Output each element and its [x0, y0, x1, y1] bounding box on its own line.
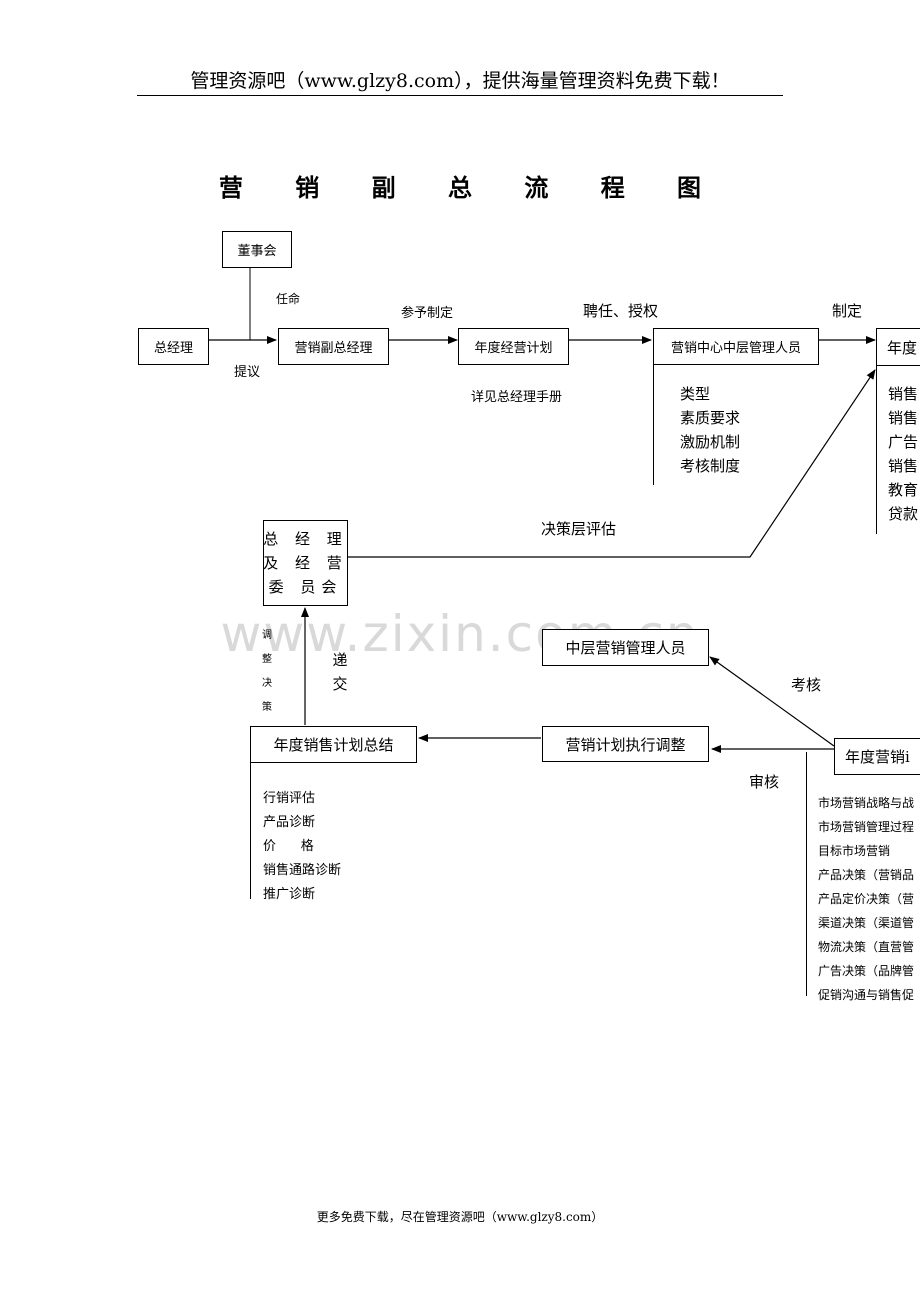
diagram-title: 营 销 副 总 流 程 图 — [218, 173, 724, 202]
list-item: 贷款 — [888, 505, 919, 523]
list-item: 考核制度 — [680, 457, 741, 475]
list-item: 渠道决策（渠道管 — [818, 916, 915, 930]
hire-authorize-label: 聘任、授权 — [583, 302, 659, 320]
marketing-plan-bracket — [806, 752, 807, 996]
list-item: 销售通路诊断 — [263, 863, 342, 878]
list-item: 推广诊断 — [263, 887, 316, 902]
header-divider — [137, 95, 783, 96]
see-manual-label: 详见总经理手册 — [471, 390, 563, 405]
committee-line-2: 及 经 营 — [263, 554, 348, 572]
gm-committee-box: 总 经 理 及 经 营 委 员会 — [263, 520, 348, 606]
committee-to-annual-arrow — [348, 369, 876, 558]
list-item: 教育 — [888, 481, 919, 499]
gm-box: 总经理 — [138, 328, 209, 365]
submit-label: 递交 — [332, 651, 348, 693]
summary-bracket — [250, 763, 251, 899]
list-item: 目标市场营销 — [818, 844, 891, 858]
audit-label: 审核 — [749, 773, 780, 791]
list-item: 促销沟通与销售促 — [818, 988, 915, 1002]
decision-eval-label: 决策层评估 — [541, 520, 617, 538]
marketing-plan-items-list: 市场营销战略与战 市场营销管理过程 目标市场营销 产品决策（营销品 产品定价决策… — [818, 791, 914, 1007]
list-item: 产品定价决策（营 — [818, 892, 915, 906]
list-item: 价 格 — [263, 839, 314, 854]
manager-attr-bracket — [653, 365, 654, 485]
annual-summary-box: 年度销售计划总结 — [250, 726, 417, 763]
list-item: 行销评估 — [263, 791, 316, 806]
mid-managers-box: 营销中心中层管理人员 — [653, 328, 819, 365]
appoint-label: 任命 — [276, 292, 301, 306]
manager-attributes-list: 类型 素质要求 激励机制 考核制度 — [680, 382, 740, 478]
adjust-decision-label: 调整决策 — [262, 630, 272, 713]
list-item: 广告决策（品牌管 — [818, 964, 915, 978]
page-header: 管理资源吧（www.glzy8.com），提供海量管理资料免费下载！ — [190, 70, 730, 92]
list-item: 产品决策（营销品 — [818, 868, 915, 882]
page-footer: 更多免费下载，尽在管理资源吧（www.glzy8.com） — [316, 1210, 604, 1224]
annual-marketing-plan-box: 年度营销i — [834, 738, 920, 775]
mid-sales-managers-box: 中层营销管理人员 — [542, 629, 709, 666]
annual-business-plan-box: 年度经营计划 — [458, 328, 569, 365]
annual-plan-right-box: 年度 — [876, 328, 920, 366]
plan-adjust-box: 营销计划执行调整 — [542, 726, 709, 762]
propose-label: 提议 — [234, 365, 261, 380]
list-item: 素质要求 — [680, 409, 741, 427]
plan-to-mid-sales-arrow — [709, 656, 835, 747]
list-item: 销售 — [888, 409, 919, 427]
annual-plan-bracket — [876, 366, 877, 534]
vp-marketing-box: 营销副总经理 — [278, 328, 389, 365]
list-item: 激励机制 — [680, 433, 741, 451]
list-item: 销售 — [888, 385, 919, 403]
committee-line-3: 委 员会 — [268, 578, 343, 596]
list-item: 物流决策（直营管 — [818, 940, 915, 954]
list-item: 广告 — [888, 433, 919, 451]
list-item: 销售 — [888, 457, 919, 475]
list-item: 市场营销管理过程 — [818, 820, 915, 834]
board-box: 董事会 — [222, 231, 292, 268]
participate-label: 参予制定 — [401, 306, 454, 321]
summary-items-list: 行销评估 产品诊断 价 格 销售通路诊断 推广诊断 — [263, 787, 341, 907]
list-item: 市场营销战略与战 — [818, 796, 915, 810]
list-item: 产品诊断 — [263, 815, 316, 830]
formulate-label: 制定 — [832, 302, 863, 320]
annual-plan-items-list: 销售 销售 广告 销售 教育 贷款 — [888, 382, 918, 526]
assess-label: 考核 — [791, 676, 822, 694]
list-item: 类型 — [680, 385, 711, 403]
committee-line-1: 总 经 理 — [263, 530, 348, 548]
